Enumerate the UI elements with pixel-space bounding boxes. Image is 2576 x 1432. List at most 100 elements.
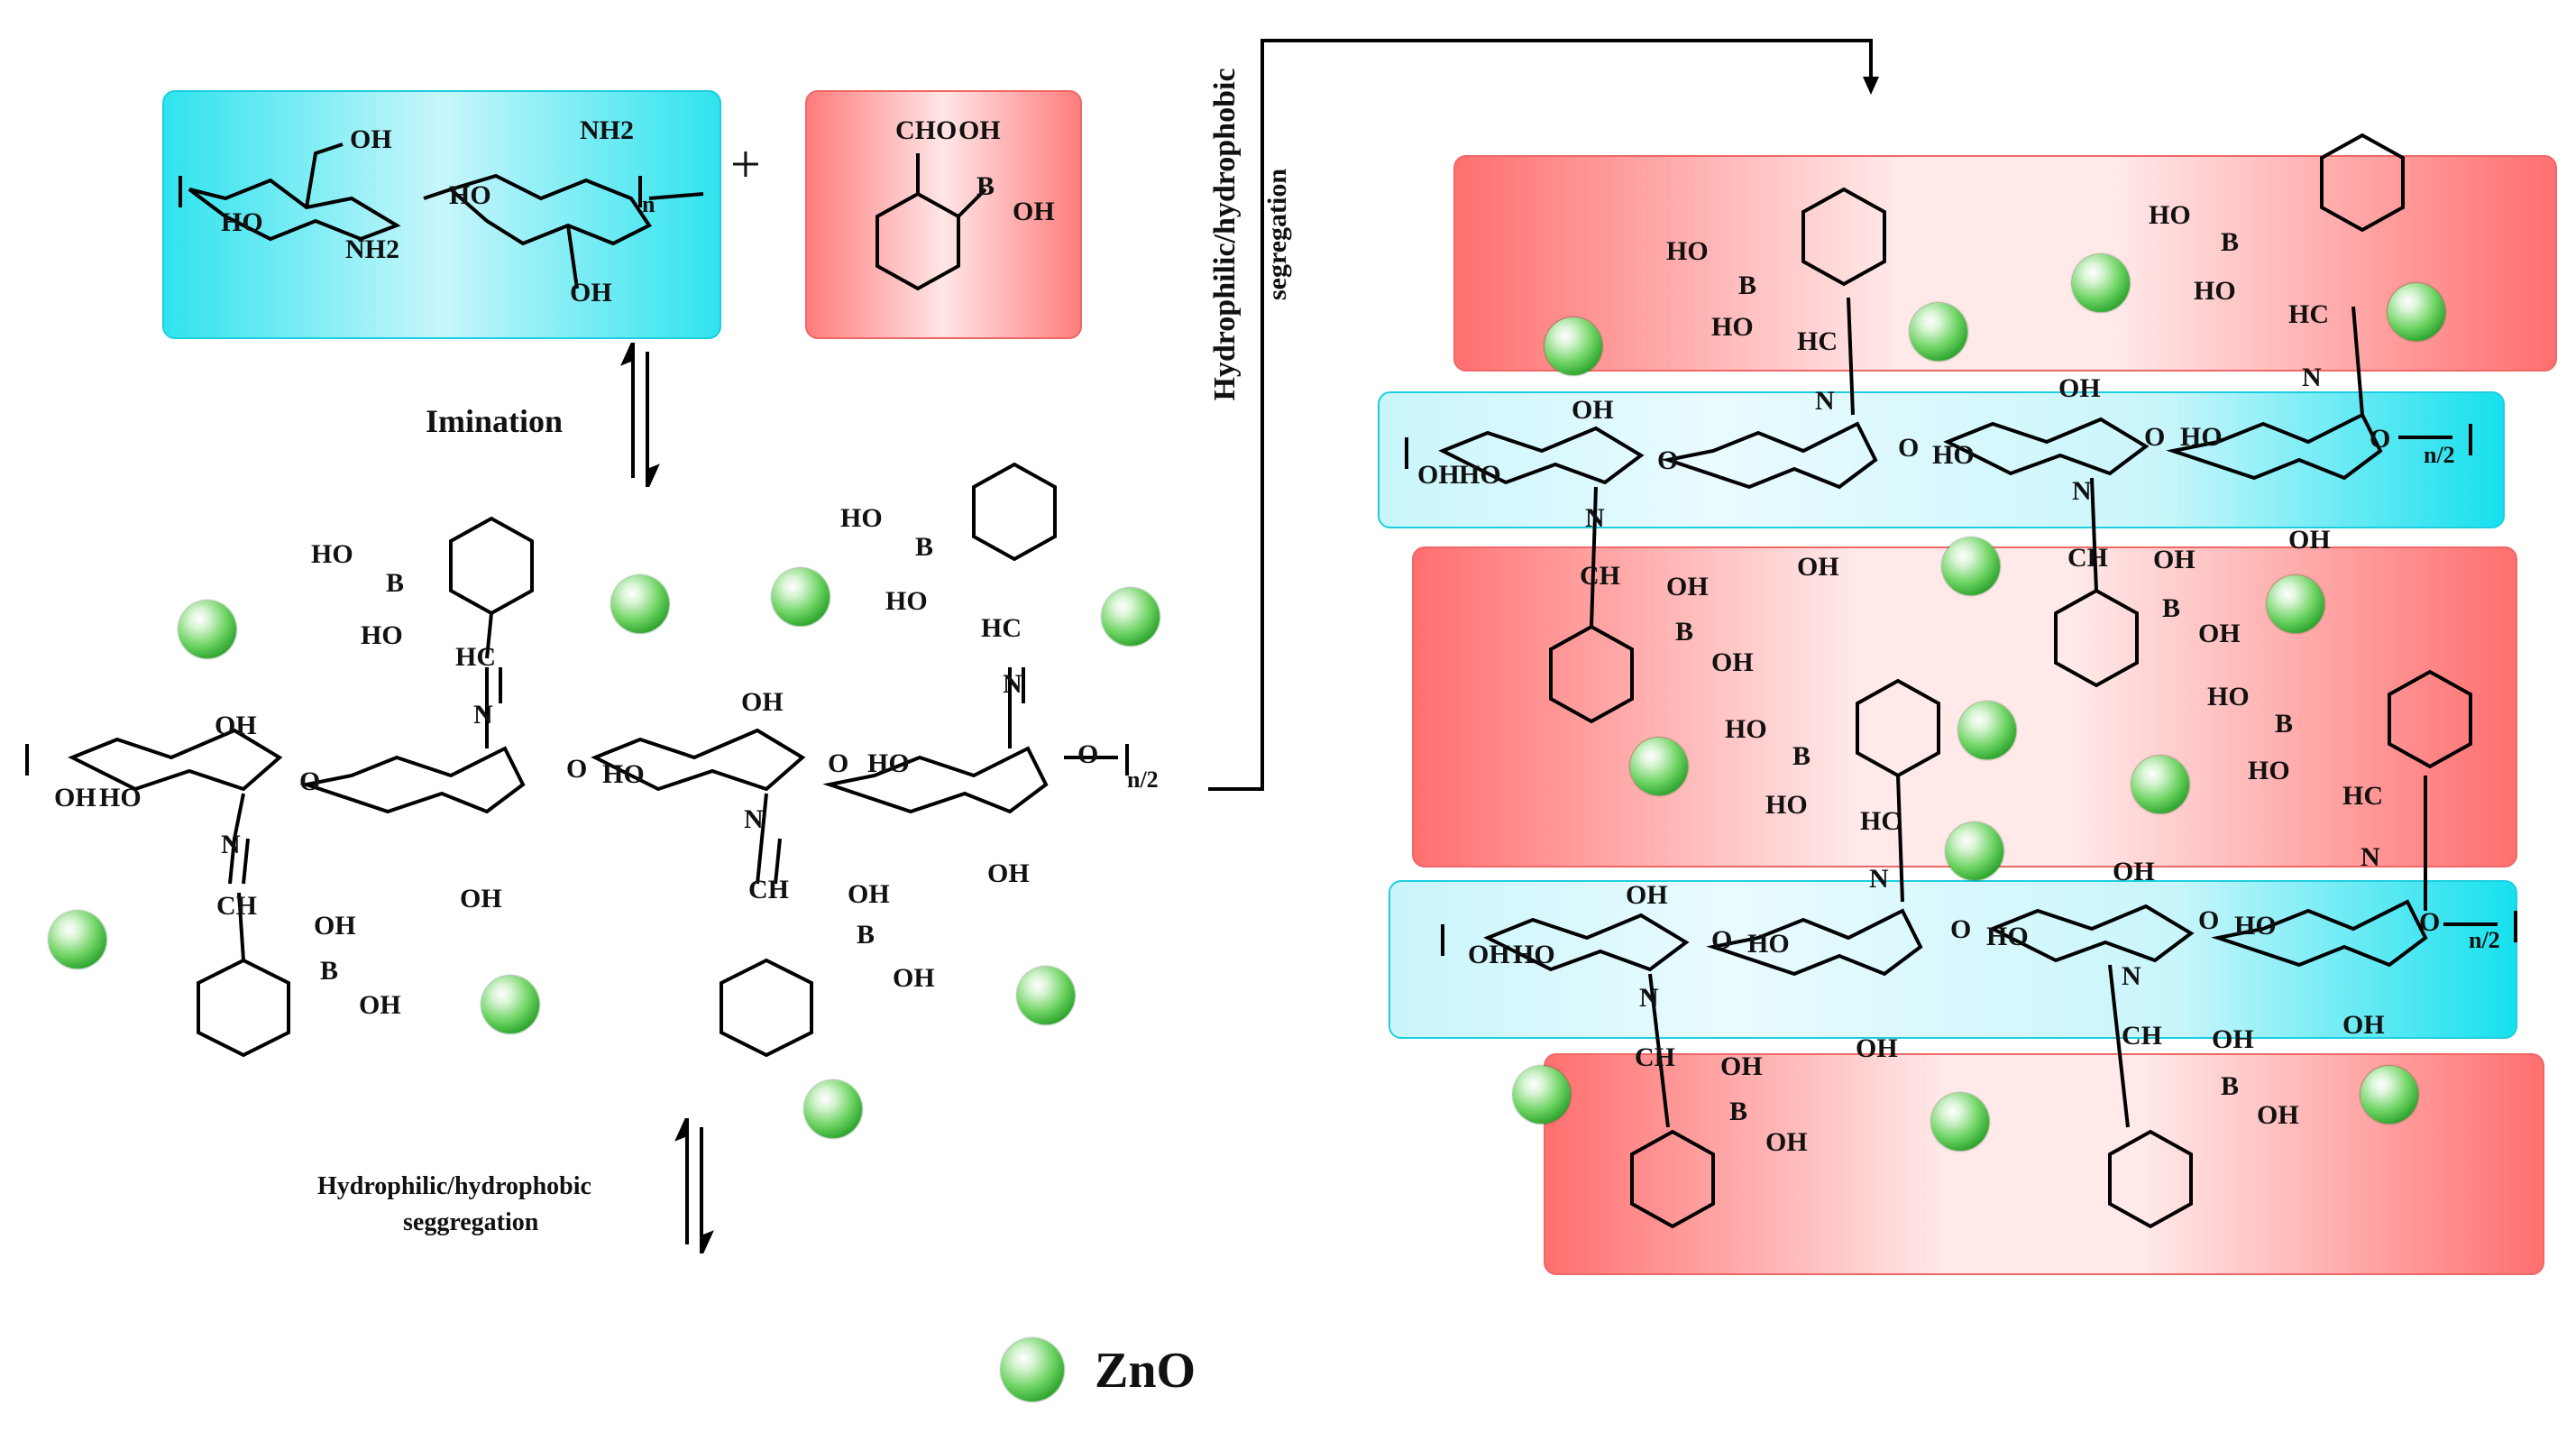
cho-label: CHO bbox=[895, 115, 958, 145]
oh-label: OH bbox=[987, 858, 1030, 888]
o-label: O bbox=[1657, 445, 1679, 475]
hydrophobic-layer-2 bbox=[1412, 546, 2517, 867]
oh-label: OH bbox=[2153, 545, 2196, 574]
zno-particle bbox=[611, 575, 669, 633]
o-label: O bbox=[1077, 739, 1099, 769]
oh-label: OH bbox=[1765, 1127, 1808, 1157]
zno-particle bbox=[2131, 756, 2189, 813]
subscript-n2: n/2 bbox=[1127, 766, 1159, 793]
ho-label: HO bbox=[2149, 200, 2191, 230]
ho-label: HO bbox=[221, 207, 263, 237]
n-label: N bbox=[1585, 503, 1605, 533]
equilibrium-arrows-imination bbox=[620, 343, 660, 487]
boron-label: B bbox=[320, 956, 339, 986]
hc-label: HC bbox=[1797, 326, 1838, 356]
nh2-label: NH2 bbox=[345, 234, 399, 264]
oh-label: OH bbox=[1013, 197, 1055, 226]
o-label: O bbox=[2370, 424, 2391, 454]
o-label: O bbox=[1898, 433, 1920, 463]
ho-label: HO bbox=[2207, 682, 2250, 711]
o-label: O bbox=[566, 754, 588, 784]
legend-zno-label: ZnO bbox=[1095, 1343, 1196, 1399]
zno-particle bbox=[1958, 702, 2016, 759]
oh-label: OH bbox=[1797, 552, 1839, 582]
n-label: N bbox=[473, 700, 493, 730]
ch-label: CH bbox=[2067, 543, 2108, 573]
ho-label: HO bbox=[1666, 236, 1709, 266]
n-label: N bbox=[1639, 983, 1659, 1013]
segregation-vertical-line1: Hydrophilic/hydrophobic bbox=[1208, 68, 1242, 401]
zno-particle bbox=[804, 1080, 862, 1138]
ho-label: HO bbox=[2248, 756, 2290, 785]
zno-particle bbox=[2388, 283, 2445, 341]
oh-label: OH bbox=[2198, 619, 2241, 648]
boron-label: B bbox=[857, 920, 875, 950]
ho-label: HO bbox=[2180, 422, 2223, 452]
zno-particle bbox=[1931, 1093, 1989, 1151]
ho-label: HO bbox=[1459, 460, 1501, 490]
o-label: O bbox=[828, 748, 849, 778]
ho-label: HO bbox=[99, 783, 142, 812]
ho-label: HO bbox=[1765, 790, 1808, 820]
ho-label: HO bbox=[602, 759, 645, 789]
oh-label: OH bbox=[2257, 1100, 2299, 1130]
ch-label: CH bbox=[2122, 1021, 2162, 1051]
o-label: O bbox=[299, 766, 321, 796]
ho-label: HO bbox=[1747, 929, 1790, 959]
oh-label: OH bbox=[314, 911, 356, 941]
ch-label: CH bbox=[1580, 561, 1620, 591]
o-label: O bbox=[2198, 905, 2220, 935]
subscript-n2: n/2 bbox=[2469, 927, 2500, 953]
segregation-vertical-label: Hydrophilic/hydrophobic segregation bbox=[1199, 18, 1304, 451]
boron-label: B bbox=[2275, 709, 2294, 739]
oh-label: OH bbox=[2342, 1010, 2385, 1040]
hc-label: HC bbox=[981, 613, 1022, 643]
zno-particle bbox=[2361, 1066, 2418, 1124]
zno-particle bbox=[1545, 317, 1602, 375]
ho-label: HO bbox=[1932, 440, 1975, 470]
oh-label: OH bbox=[1720, 1051, 1763, 1081]
plus-sign: + bbox=[730, 134, 761, 194]
boron-label: B bbox=[1729, 1097, 1748, 1126]
oh-label: OH bbox=[958, 115, 1001, 145]
hydrophobic-layer-1 bbox=[1453, 155, 2557, 372]
boron-label: B bbox=[915, 532, 934, 562]
n-label: N bbox=[221, 830, 241, 859]
subscript-n2: n/2 bbox=[2424, 442, 2455, 468]
n-label: N bbox=[744, 804, 764, 834]
n-label: N bbox=[2072, 476, 2092, 506]
oh-label: OH bbox=[2058, 373, 2101, 403]
imination-label: Imination bbox=[426, 403, 564, 439]
boron-label: B bbox=[1675, 617, 1694, 647]
imine-polymer-structure bbox=[25, 462, 1129, 1058]
oh-label: OH bbox=[1468, 940, 1510, 969]
zno-particle bbox=[1017, 967, 1075, 1024]
zno-particle bbox=[772, 568, 830, 626]
zno-particle bbox=[1630, 738, 1688, 795]
n-label: N bbox=[2302, 363, 2322, 392]
zno-particle bbox=[1513, 1066, 1571, 1124]
ho-label: HO bbox=[361, 620, 403, 650]
n-label: N bbox=[1003, 669, 1022, 699]
boron-label: B bbox=[1738, 271, 1757, 300]
oh-label: OH bbox=[460, 884, 502, 913]
oh-label: OH bbox=[1711, 647, 1754, 677]
hydrophilic-layer-1 bbox=[1378, 391, 2505, 528]
boron-label: B bbox=[2162, 593, 2181, 623]
oh-label: OH bbox=[893, 963, 935, 993]
ho-label: HO bbox=[867, 748, 910, 778]
n-label: N bbox=[1869, 864, 1889, 894]
hc-label: HC bbox=[2288, 299, 2329, 329]
boron-label: B bbox=[2221, 227, 2240, 257]
zno-particle bbox=[1942, 537, 2000, 595]
ho-label: HO bbox=[449, 180, 491, 210]
o-label: O bbox=[2419, 907, 2441, 937]
ch-label: CH bbox=[216, 891, 257, 921]
connector-arrow bbox=[1208, 39, 1879, 791]
ho-label: HO bbox=[840, 503, 883, 533]
boron-label: B bbox=[2221, 1071, 2240, 1101]
ho-label: HO bbox=[885, 586, 928, 616]
chitosan-box bbox=[162, 90, 721, 339]
formylphenylboronic-box bbox=[805, 90, 1082, 339]
boronic-acid-structure bbox=[875, 153, 987, 291]
